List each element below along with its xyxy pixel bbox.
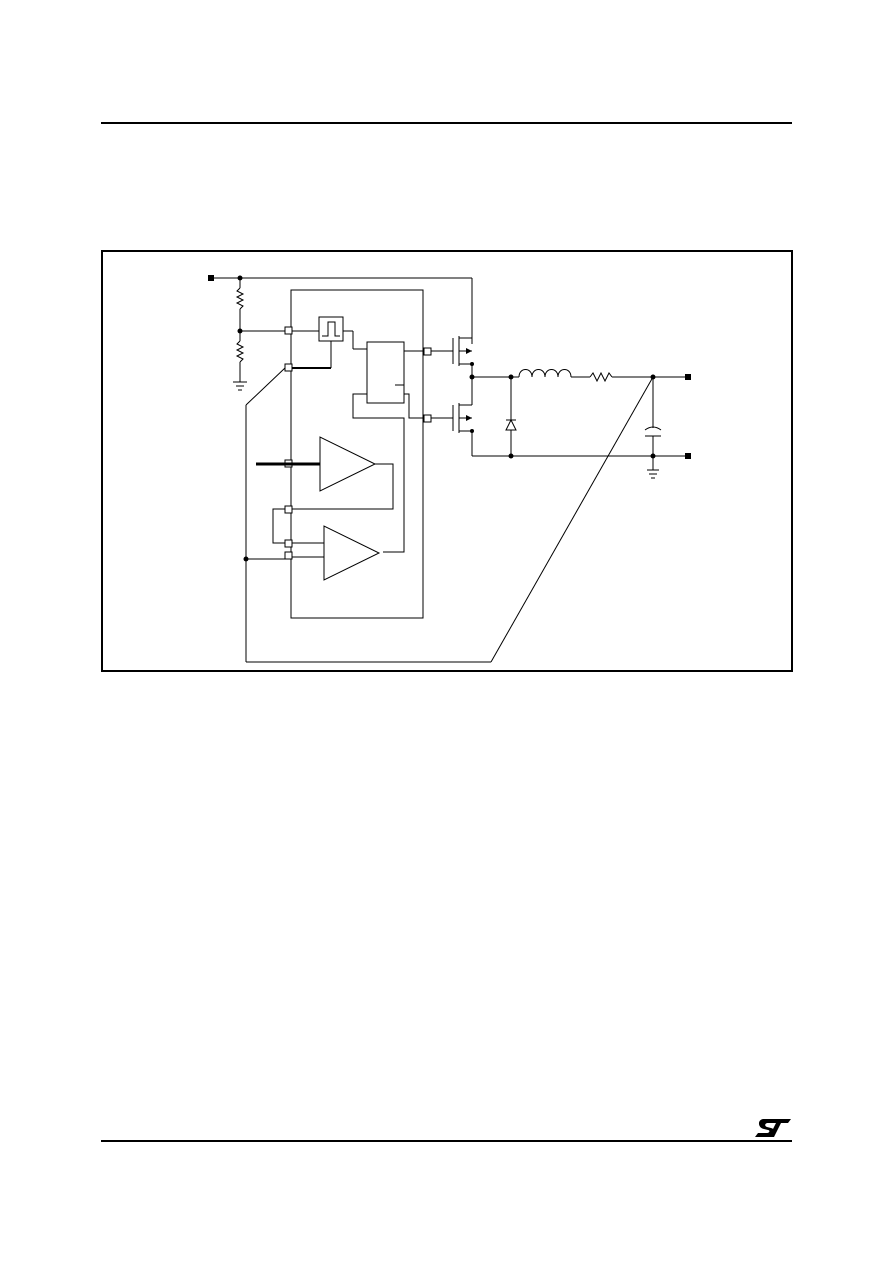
inductor [518, 369, 572, 378]
current-sense-resistor [589, 371, 613, 383]
high-side-mosfet [431, 336, 474, 377]
footer-rule [101, 1140, 792, 1142]
ground-symbol [233, 381, 247, 391]
resistor-divider [235, 278, 245, 382]
oscillator-block [292, 316, 367, 350]
output-capacitor [644, 377, 662, 479]
circuit-schematic [208, 275, 691, 663]
supply-terminal [208, 275, 214, 281]
low-side-mosfet [431, 377, 474, 456]
comparator [272, 508, 381, 581]
ic-pins [284, 326, 432, 560]
output-terminal-negative [685, 453, 691, 459]
logic-block [366, 341, 405, 404]
error-amplifier [256, 436, 394, 510]
output-terminal-positive [685, 374, 691, 380]
ic-body [290, 289, 424, 619]
st-logo [755, 1119, 791, 1137]
header-rule [101, 122, 792, 124]
circuit-figure [101, 250, 793, 672]
freewheel-diode [505, 377, 517, 456]
